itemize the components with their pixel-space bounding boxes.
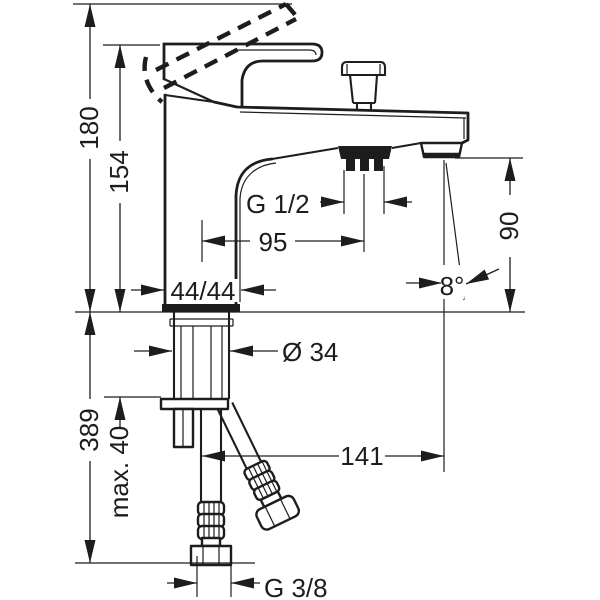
base-flange	[162, 304, 240, 312]
undercounter-assembly	[159, 312, 301, 567]
supply-hose-angled	[216, 402, 301, 531]
fixing-stud	[172, 407, 195, 449]
dimension-labels: 180 154 389 max. 40 90 G 1/2 95 44/44 8°…	[74, 106, 524, 600]
dim-body-section-label: 44/44	[170, 276, 235, 306]
hose-braid	[196, 500, 226, 541]
handle-raised-dashed	[142, 2, 299, 104]
spout-outlet	[419, 141, 464, 159]
label-backgrounds	[76, 99, 523, 469]
dim-total-height-label: 180	[74, 106, 104, 149]
mounting-washer	[159, 397, 230, 411]
extension-lines	[73, 3, 525, 597]
dim-hose-length-label: 389	[74, 408, 104, 451]
dim-spout-height-label: 90	[494, 212, 524, 241]
handle-lever	[162, 42, 324, 108]
threaded-shank	[169, 312, 234, 399]
dim-hose-offset-label: 141	[340, 441, 383, 471]
thread-shower-outlet-label: G 1/2	[246, 189, 310, 219]
diverter-knob	[340, 60, 387, 111]
dim-outlet-offset-label: 95	[259, 227, 288, 257]
dim-8deg-arrow-right	[465, 268, 500, 285]
dim-shank-diameter-label: Ø 34	[282, 337, 338, 367]
dim-handle-height-label: 154	[104, 150, 134, 193]
shower-hose-connector	[338, 146, 392, 171]
dim-spout-angle-label: 8°	[440, 271, 465, 301]
hose-nut	[189, 544, 233, 567]
faucet-body	[162, 42, 470, 312]
dim-max-deck-thickness-label: max. 40	[104, 426, 134, 519]
supply-hose-straight	[189, 409, 233, 567]
thread-supply-label: G 3/8	[264, 573, 328, 600]
spout-body	[162, 93, 470, 312]
